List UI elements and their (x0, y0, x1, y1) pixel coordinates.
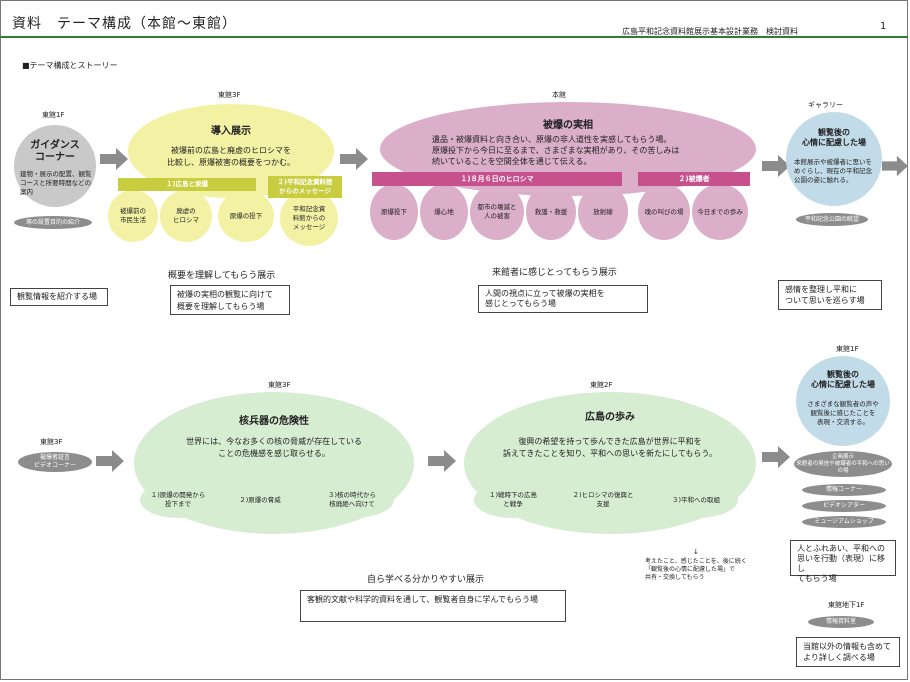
guidance-box: 観覧情報を紹介する場 (10, 288, 108, 306)
nuclear-heading: 核兵器の危険性 (239, 416, 309, 427)
intro-sub-4: 平和記念資 料館からの メッセージ (280, 190, 338, 246)
page-title: 資料 テーマ構成（本館～東館） (12, 16, 237, 32)
basement-floor: 東館地下1F (828, 601, 865, 609)
nuclear-sub-2: ２)原爆の脅威 (222, 482, 298, 518)
intro-heading: 導入展示 (211, 126, 251, 137)
gallery-floor: ギャラリー (808, 101, 843, 109)
intro-description: 被爆前の広島と廃虚のヒロシマを 比較し、原爆被害の概要をつかむ。 (167, 146, 295, 167)
after-circle (796, 356, 890, 446)
reality-band-2: ２)被爆者 (638, 172, 750, 186)
reality-heading: 被爆の実相 (543, 120, 593, 131)
after-box: 人とふれあい、平和への 思いを行動（表現）に移し てもらう場 (790, 540, 896, 583)
intro-sub-1: 被爆前の 市民生活 (108, 190, 158, 242)
nuclear-sub-3: ３)核の時代から 核廃絶へ向けて (310, 482, 394, 518)
arrow-6 (428, 450, 456, 472)
guidance-pill: 琢の設置目的の紹介 (14, 216, 92, 229)
hiroshima-floor: 東館2F (590, 381, 613, 389)
intro-floor: 東館3F (218, 91, 241, 99)
reality-floor: 本館 (552, 91, 566, 99)
intro-box: 被爆の実相の観覧に向けて 概要を理解してもらう場 (170, 285, 290, 315)
after-description: さまざまな観覧者の声や 観覧後に感じたことを 表現・交流する。 (807, 400, 879, 426)
arrow-2 (340, 148, 368, 170)
guidance-heading: ガイダンス コーナー (30, 140, 80, 163)
down-arrow-icon: ↓ (693, 548, 699, 556)
intro-band-1: １)広島と原爆 (118, 178, 256, 191)
after-heading: 観覧後の 心情に配慮した場 (811, 370, 875, 389)
after-pill-1: 企画展示 来館者の発信や被爆者の平和への思いの場 (794, 451, 892, 477)
nuclear-description: 世界には、今なお多くの核の脅威が存在している ことの危機感を感じ取らせる。 (186, 437, 362, 458)
gallery-box: 感情を整理し平和に ついて思いを巡らす場 (778, 280, 882, 310)
row2-box: 客観的文献や科学的資料を通して、観覧者自身に学んでもらう場 (300, 590, 566, 622)
reality-sub-4: 救護・救援 (526, 184, 576, 240)
basement-pill: 情報資料室 (808, 616, 874, 628)
video-pill: 被爆者証言 ビデオコーナー (18, 452, 92, 472)
nuclear-floor: 東館3F (268, 381, 291, 389)
document-title: 広島平和記念資料館展示基本設計業務 検討資料 (622, 27, 798, 36)
hiroshima-heading: 広島の歩み (585, 412, 635, 423)
intro-caption: 概要を理解してもらう展示 (168, 271, 276, 281)
after-pill-2: 情報コーナー (802, 484, 886, 496)
basement-box: 当館以外の情報も含めて より詳しく調べる場 (796, 637, 900, 667)
header-rule (0, 36, 908, 38)
nuclear-sub-1: １)原爆の開発から 投下まで (140, 482, 216, 518)
reality-sub-1: 原爆投下 (370, 184, 418, 240)
reality-sub-2: 爆心地 (420, 184, 468, 240)
gallery-description: 本館展示や被爆者に思いをめぐらし、現在の平和記念公園の姿に触れる。 (794, 158, 872, 184)
reality-sub-7: 今日までの歩み (692, 184, 748, 240)
guidance-floor: 東館1F (42, 111, 65, 119)
gallery-heading: 観覧後の 心情に配慮した場 (802, 128, 866, 147)
intro-band-2: ２)平和記念資料館 からのメッセージ (268, 176, 342, 198)
reality-sub-6: 魂の叫びの場 (638, 184, 690, 240)
arrow-4 (882, 155, 908, 177)
guidance-circle (14, 125, 96, 207)
arrow-3 (762, 155, 790, 177)
intro-sub-2: 廃虚の ヒロシマ (160, 190, 212, 242)
after-pill-4: ミュージアムショップ (802, 516, 886, 528)
video-floor: 東館3F (40, 438, 63, 446)
reality-band-1: １)８月６日のヒロシマ (372, 172, 622, 186)
guidance-description: 建物・展示の配置、観覧コースと所要時間などの案内 (20, 170, 92, 196)
reality-description: 遺品・被爆資料と向き合い、原爆の非人道性を実感してもらう場。 原爆投下から今日に… (432, 135, 680, 166)
page-number: 1 (880, 21, 887, 32)
arrow-1 (100, 148, 128, 170)
gallery-circle (786, 112, 882, 206)
reality-sub-5: 放射線 (578, 184, 628, 240)
after-floor: 東館1F (836, 345, 859, 353)
hiroshima-sub-2: ２)ヒロシマの復興と 支援 (558, 482, 648, 518)
section-title: ■テーマ構成とストーリー (22, 61, 118, 70)
row2-caption: 自ら学べる分かりやすい展示 (367, 575, 485, 585)
reality-sub-3: 都市の壊滅と 人の被害 (470, 184, 524, 240)
arrow-7 (762, 446, 790, 468)
hiroshima-sub-3: ３)平和への取組 (654, 482, 738, 518)
reality-caption: 来館者に感じとってもらう展示 (492, 268, 617, 278)
share-note: 考えたこと、感じたことを、後に続く 「観覧後の心情に配慮した場」で 共有・交換し… (645, 558, 747, 581)
intro-sub-3: 原爆の投下 (218, 190, 274, 242)
hiroshima-description: 復興の希望を持って歩んできた広島が世界に平和を 訴えてきたことを知り、平和への思… (503, 437, 717, 458)
after-pill-3: ビデオシアター (802, 500, 886, 512)
gallery-pill: 平和記念公園の眺望 (796, 213, 868, 226)
hiroshima-sub-1: １)戦時下の広島 と戦争 (474, 482, 552, 518)
reality-box: 人間の視点に立って被爆の実相を 感じとってもらう場 (478, 285, 648, 313)
arrow-5 (96, 450, 124, 472)
